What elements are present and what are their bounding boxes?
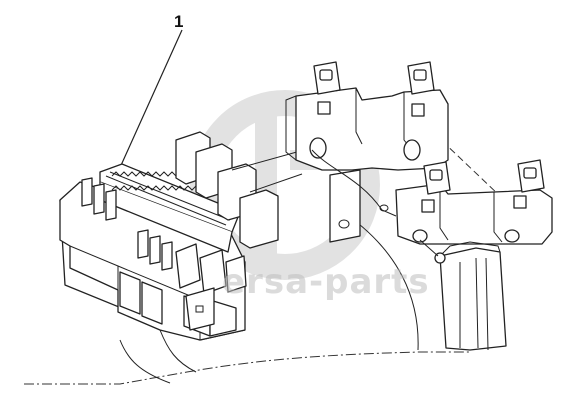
vertical-support-post xyxy=(419,239,507,351)
fuse-relay-box xyxy=(59,131,279,341)
boundary-arc-mid xyxy=(159,329,197,373)
boundary-arc-left xyxy=(119,339,171,384)
boundary-dashed-line xyxy=(24,351,470,385)
callout-number: 1 xyxy=(174,12,184,31)
lower-mounting-bracket xyxy=(395,159,553,245)
callout-leader-line xyxy=(117,29,183,173)
watermark-text: ersa-parts xyxy=(222,262,430,302)
upper-mounting-bracket xyxy=(285,61,449,243)
